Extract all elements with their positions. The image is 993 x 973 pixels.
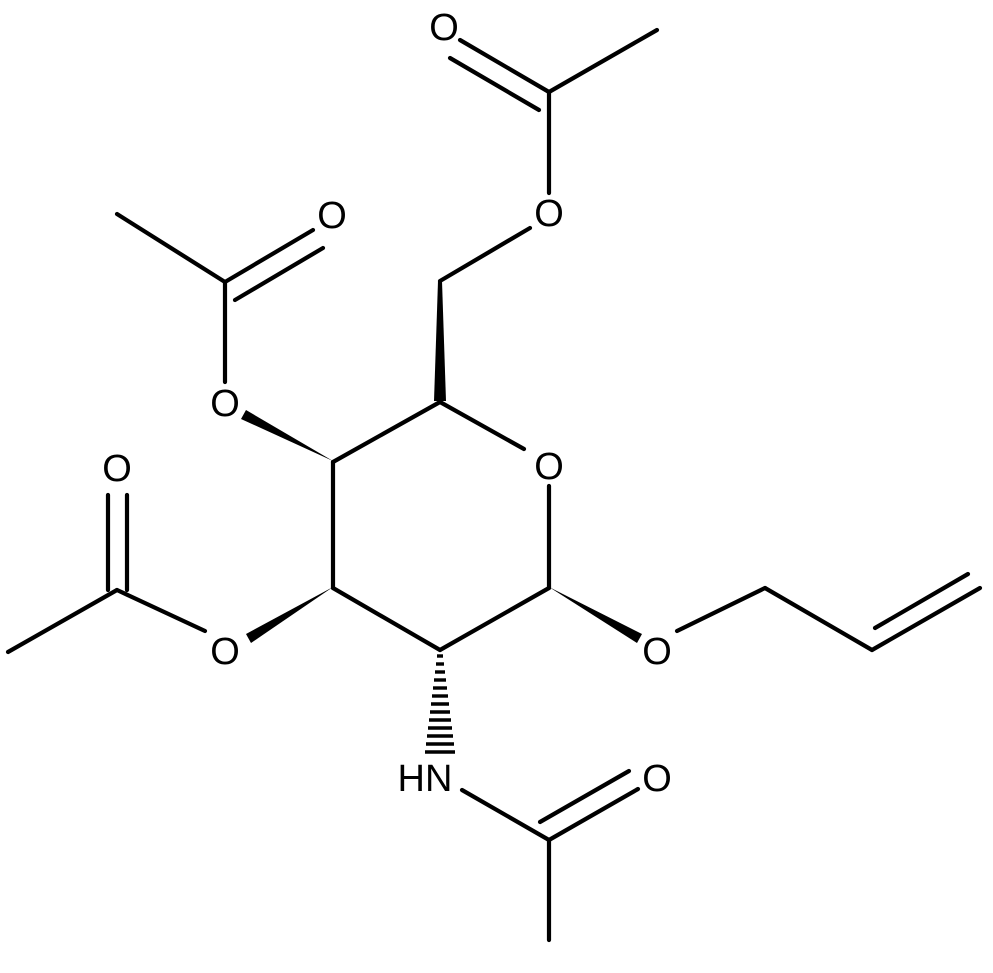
atom-o-glycosidic: O <box>642 631 672 673</box>
allyl-group <box>674 571 983 653</box>
wedge-bond-c4-o <box>241 410 333 461</box>
atom-o-carbonyl-amide: O <box>642 758 672 800</box>
atom-n-amide: HN <box>398 758 453 800</box>
wedge-bond-c1-o <box>549 587 642 643</box>
atom-o-ester-top: O <box>534 193 564 235</box>
acetamide-group <box>459 768 641 943</box>
atom-o-ester-c4: O <box>210 383 240 425</box>
atom-o-carbonyl-lower-left: O <box>102 448 132 490</box>
wedge-bond-c5-c6 <box>434 281 446 401</box>
atom-o-ester-c3: O <box>210 631 240 673</box>
acetate-c6 <box>437 27 660 284</box>
atom-o-ring: O <box>534 446 564 488</box>
pyranose-ring <box>330 399 552 653</box>
atom-o-carbonyl-left: O <box>317 195 347 237</box>
atom-o-carbonyl-top: O <box>429 7 459 49</box>
hashed-bond-c2-n <box>425 654 455 754</box>
acetate-c3 <box>5 492 208 655</box>
acetate-c4 <box>114 211 326 385</box>
wedge-bond-c3-o <box>246 587 333 643</box>
